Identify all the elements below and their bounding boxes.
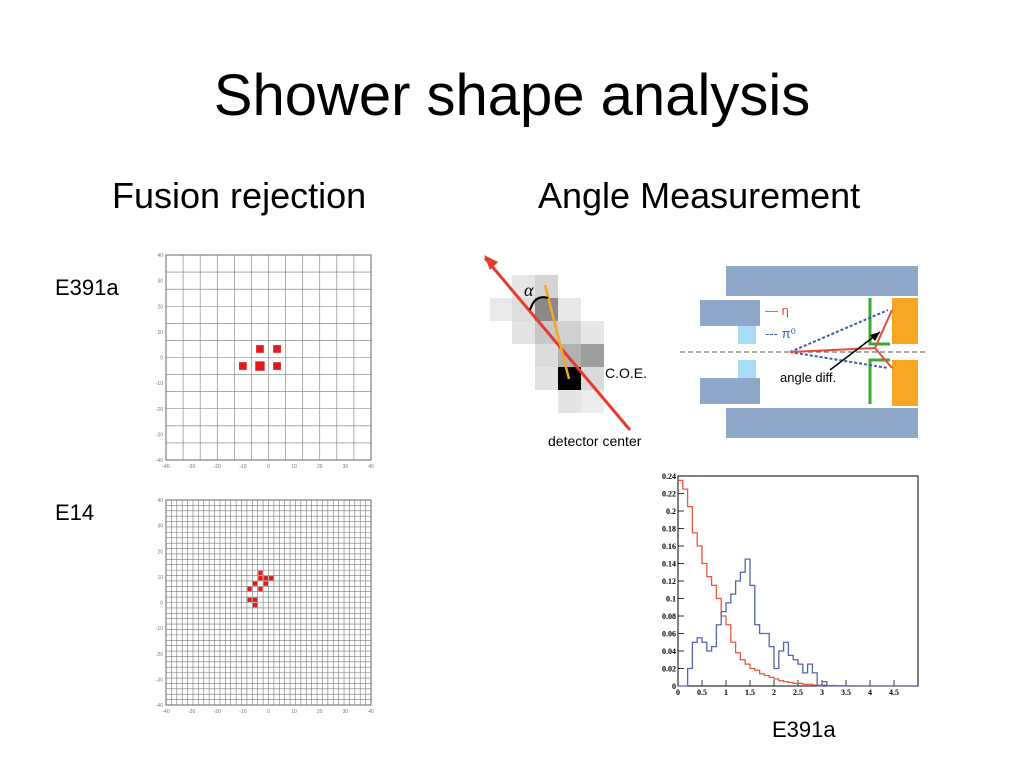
e391a-y-tick: 10 (157, 330, 163, 336)
e391a-y-tick: 30 (157, 279, 163, 285)
e391a-hit-cell (273, 362, 281, 370)
e14-label: E14 (55, 500, 95, 525)
x-tick-label: 3.5 (841, 688, 851, 697)
angle-histogram: 0 0.02 0.04 0.06 0.08 0.1 0.12 0.14 0.16 0.18 0.2 0… (662, 472, 919, 697)
legend-pi0: --- π⁰ (765, 326, 796, 341)
e391a-x-tick: -40 (162, 464, 169, 470)
e391a-histogram-label: E391a (772, 717, 836, 742)
e14-hit-cell (247, 586, 252, 592)
e14-x-tick: -30 (188, 709, 195, 715)
e391a-y-tick: -10 (156, 381, 163, 387)
e14-y-tick: 20 (157, 549, 163, 555)
x-tick-label: 0.5 (697, 688, 707, 697)
e14-x-tick: -40 (162, 709, 169, 715)
x-tick-label: 3 (820, 688, 824, 697)
y-tick-label: 0 (672, 682, 676, 691)
e14-x-tick: 40 (368, 709, 374, 715)
y-tick-label: 0.06 (662, 630, 676, 639)
e14-hit-cell (258, 586, 263, 592)
e391a-y-tick: -40 (156, 458, 163, 464)
e14-hit-cell (269, 576, 274, 581)
e391a-x-tick: -10 (239, 464, 246, 470)
e14-x-tick: -10 (239, 709, 246, 715)
e14-x-tick: -20 (214, 709, 221, 715)
x-tick-label: 4 (868, 688, 872, 697)
e14-y-tick: 0 (160, 601, 163, 607)
coe-label: C.O.E. (605, 365, 647, 381)
angle-measurement-heading: Angle Measurement (538, 175, 861, 216)
e391a-x-tick: 40 (368, 464, 374, 470)
e14-y-tick: -10 (156, 626, 163, 632)
shower-direction-line (543, 284, 571, 380)
x-tick-label: 1.5 (745, 688, 755, 697)
e14-hit-cell (252, 603, 258, 608)
e391a-y-tick: -20 (156, 407, 163, 413)
e14-y-tick: -20 (156, 652, 163, 658)
x-tick-label: 1 (724, 688, 728, 697)
y-tick-label: 0.18 (662, 525, 676, 534)
e14-y-tick: 10 (157, 575, 163, 581)
e14-x-tick: 30 (343, 709, 349, 715)
detector-center-label: detector center (548, 433, 642, 449)
e14-x-tick: 0 (267, 709, 270, 715)
y-tick-label: 0.1 (666, 595, 676, 604)
angle-arc-icon (529, 296, 549, 311)
e14-x-tick: 20 (317, 709, 323, 715)
x-tick-label: 0 (676, 688, 680, 697)
e14-hit-cell (263, 581, 268, 586)
e14-hit-cell (263, 576, 268, 581)
histogram-series-2 (678, 558, 918, 687)
e391a-y-tick: 0 (160, 356, 163, 362)
e391a-hit-cell (239, 362, 247, 370)
e14-hit-cell (258, 570, 263, 575)
y-tick-label: 0.08 (662, 612, 676, 621)
y-tick-label: 0.24 (662, 472, 676, 481)
coe-diagram: α C.O.E. detector center (483, 255, 647, 449)
e14-hit-cell (247, 597, 252, 602)
e14-x-tick: 10 (291, 709, 297, 715)
x-tick-label: 2 (772, 688, 776, 697)
e391a-y-tick: -30 (156, 432, 163, 438)
arrow-head-icon (484, 255, 498, 270)
e391a-calorimeter-grid: 40 -40 30 -30 20 -20 10 -10 0 0 -10 10 -20 20 -30 30 -40… (156, 253, 374, 470)
e391a-hit-cell (255, 361, 265, 371)
detector-axis-arrow (483, 257, 632, 431)
slide-title: Shower shape analysis (213, 63, 811, 128)
e391a-x-tick: 30 (343, 464, 349, 470)
detector-diagram: — η --- π⁰ angle diff. (680, 266, 925, 438)
e14-calorimeter-grid: 40 -40 30 -30 20 -20 10 -10 0 0 -10 10 -20 20 -30 30 -40… (156, 498, 374, 715)
legend-eta: — η (765, 303, 789, 318)
y-tick-label: 0.12 (662, 577, 676, 586)
e14-y-tick: -40 (156, 703, 163, 709)
e391a-label: E391a (55, 275, 119, 300)
alpha-label: α (524, 280, 534, 300)
e14-y-tick: -30 (156, 677, 163, 683)
y-tick-label: 0.14 (662, 560, 676, 569)
e391a-x-tick: 10 (291, 464, 297, 470)
e391a-y-tick: 20 (157, 304, 163, 310)
fusion-rejection-heading: Fusion rejection (112, 175, 367, 216)
e14-y-tick: 30 (157, 524, 163, 530)
e391a-x-tick: -30 (188, 464, 195, 470)
y-tick-label: 0.22 (662, 490, 676, 499)
e391a-x-tick: -20 (214, 464, 221, 470)
e391a-hit-cell (273, 345, 281, 353)
y-tick-label: 0.04 (662, 647, 676, 656)
e14-hit-cell (252, 581, 258, 586)
e391a-x-tick: 20 (317, 464, 323, 470)
x-tick-label: 4.5 (889, 688, 899, 697)
y-tick-label: 0.02 (662, 665, 676, 674)
e14-hit-cell (252, 597, 258, 602)
e391a-y-tick: 40 (157, 253, 163, 259)
x-tick-label: 2.5 (793, 688, 803, 697)
y-tick-label: 0.2 (666, 507, 676, 516)
e391a-x-tick: 0 (267, 464, 270, 470)
e14-hit-cell (258, 576, 263, 581)
e391a-hit-cell (256, 345, 264, 353)
y-tick-label: 0.16 (662, 542, 676, 551)
angle-diff-label: angle diff. (780, 370, 836, 385)
e14-y-tick: 40 (157, 498, 163, 504)
